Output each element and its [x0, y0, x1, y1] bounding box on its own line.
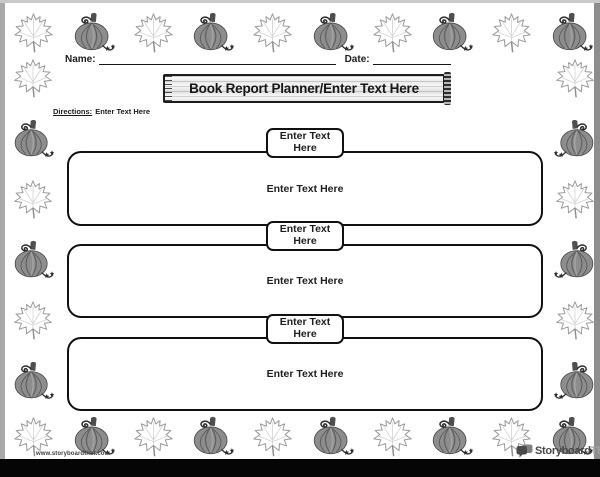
- page-edge-top: [0, 0, 600, 3]
- maple-leaf-icon: [553, 299, 597, 343]
- decor-border-right: [551, 57, 599, 404]
- title-banner: Book Report Planner/Enter Text Here: [163, 72, 451, 105]
- maple-leaf-icon: [11, 11, 56, 56]
- name-line: [98, 53, 336, 65]
- directions-label: Directions:: [53, 107, 93, 116]
- pumpkin-icon: [553, 118, 597, 162]
- logo-text: StoryboardThat: [535, 445, 600, 457]
- date-label: Date:: [344, 54, 370, 65]
- pumpkin-icon: [429, 415, 474, 460]
- pumpkin-icon: [11, 239, 55, 283]
- pumpkin-icon: [553, 239, 597, 283]
- pumpkin-icon: [310, 11, 355, 56]
- speech-bubbles-icon: [516, 444, 533, 458]
- maple-leaf-icon: [553, 178, 597, 222]
- date-line: [372, 53, 451, 65]
- worksheet-page: Name: Date: Book Report Planner/Enter Te…: [5, 3, 600, 460]
- section-3: Enter Text Here Enter Text Here: [67, 314, 543, 411]
- section-2: Enter Text Here Enter Text Here: [67, 221, 543, 318]
- website-url: www.storyboardthat.com: [36, 451, 110, 457]
- directions-text[interactable]: Enter Text Here: [95, 107, 151, 116]
- name-date-row: Name: Date:: [65, 53, 451, 65]
- section-1: Enter Text Here Enter Text Here: [67, 128, 543, 226]
- storyboardthat-logo: StoryboardThat: [516, 444, 600, 458]
- decor-border-top: [11, 10, 594, 57]
- pumpkin-icon: [310, 415, 355, 460]
- maple-leaf-icon: [131, 11, 176, 56]
- pumpkin-icon: [190, 415, 235, 460]
- decor-border-left: [9, 57, 56, 404]
- section-3-header[interactable]: Enter Text Here: [266, 314, 344, 344]
- section-3-body[interactable]: Enter Text Here: [67, 337, 543, 411]
- directions-row: Directions:Enter Text Here: [53, 107, 150, 116]
- maple-leaf-icon: [489, 11, 534, 56]
- page-edge-left: [0, 3, 5, 459]
- maple-leaf-icon: [11, 57, 55, 101]
- maple-leaf-icon: [370, 415, 415, 460]
- maple-leaf-icon: [250, 415, 295, 460]
- section-1-body[interactable]: Enter Text Here: [67, 151, 543, 226]
- worksheet-title[interactable]: Book Report Planner/Enter Text Here: [189, 81, 419, 96]
- section-2-body[interactable]: Enter Text Here: [67, 244, 543, 318]
- pumpkin-icon: [190, 11, 235, 56]
- pumpkin-icon: [71, 11, 116, 56]
- section-1-header[interactable]: Enter Text Here: [266, 128, 344, 158]
- pumpkin-icon: [549, 11, 594, 56]
- maple-leaf-icon: [553, 57, 597, 101]
- pumpkin-icon: [11, 360, 55, 404]
- pumpkin-icon: [553, 360, 597, 404]
- maple-leaf-icon: [11, 299, 55, 343]
- page-edge-right: [594, 3, 600, 459]
- maple-leaf-icon: [11, 178, 55, 222]
- pumpkin-icon: [429, 11, 474, 56]
- pumpkin-icon: [11, 118, 55, 162]
- maple-leaf-icon: [131, 415, 176, 460]
- maple-leaf-icon: [370, 11, 415, 56]
- section-2-header[interactable]: Enter Text Here: [266, 221, 344, 251]
- name-label: Name:: [65, 54, 96, 65]
- bottom-black-bar: [0, 459, 600, 477]
- maple-leaf-icon: [250, 11, 295, 56]
